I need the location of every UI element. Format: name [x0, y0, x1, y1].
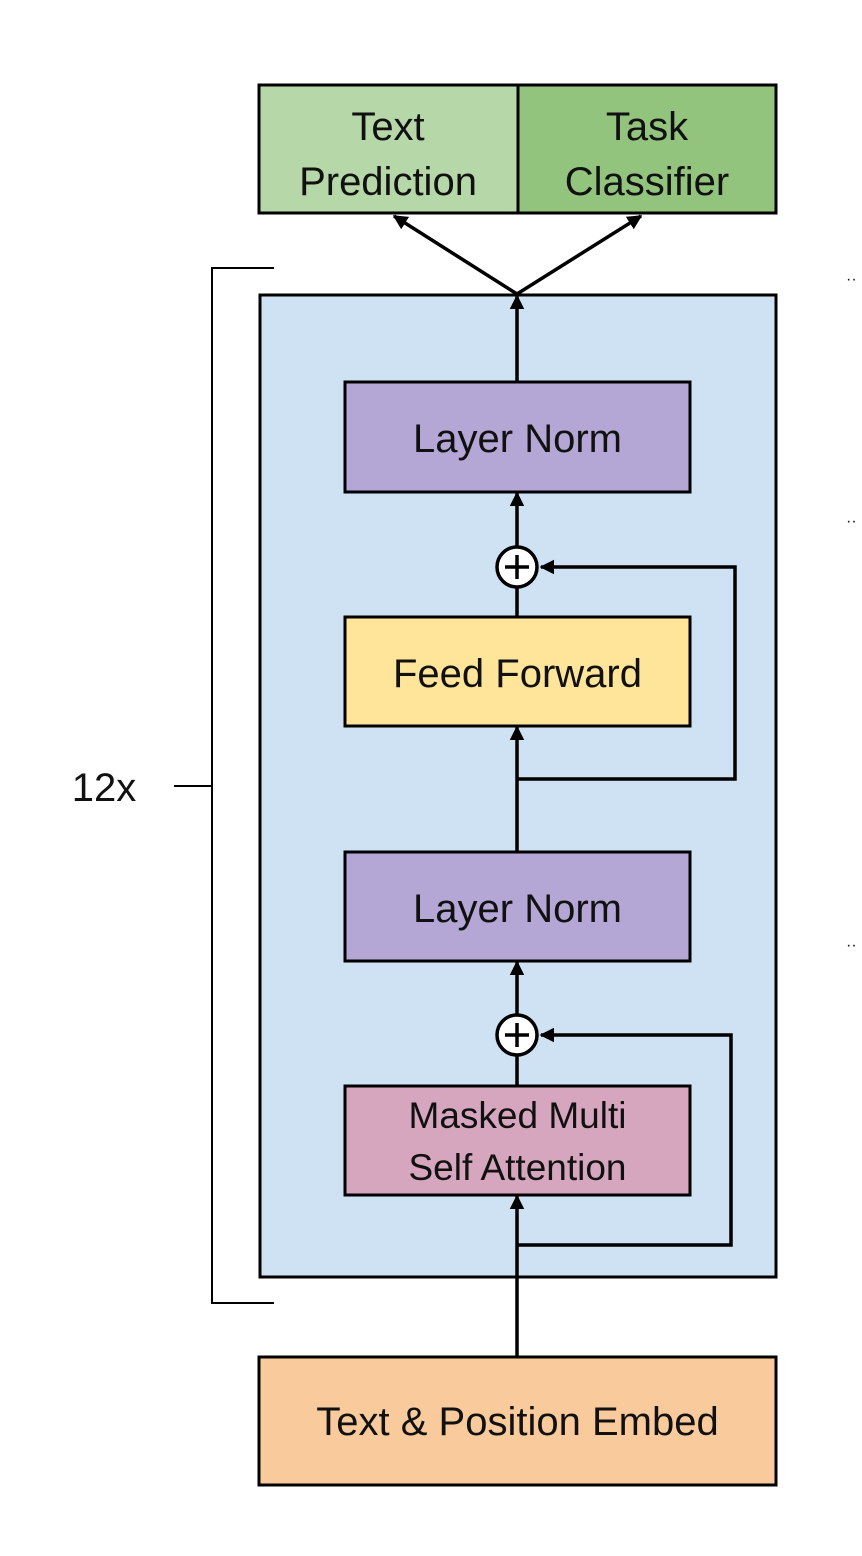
task-classifier-label-line2: Classifier [565, 160, 729, 204]
residual-add-icon-top [495, 545, 539, 589]
repeat-count-label: 12x [72, 766, 137, 810]
layer-norm-top-label: Layer Norm [413, 417, 622, 461]
edge-dot-mark-3: ·· [846, 937, 857, 954]
task-classifier-label-line1: Task [606, 105, 689, 149]
residual-path-feed-forward [517, 559, 737, 781]
attention-label-line2: Self Attention [408, 1147, 626, 1188]
edge-dot-mark-1: ·· [846, 271, 857, 288]
embed-label: Text & Position Embed [316, 1400, 718, 1444]
residual-path-attention [517, 1027, 733, 1247]
arrow-to-task-classifier [516, 214, 643, 296]
feed-forward-label: Feed Forward [393, 652, 642, 696]
text-position-embed-box [257, 1355, 778, 1487]
arrow-to-text-prediction [392, 214, 518, 296]
feed-forward-box [343, 615, 692, 728]
edge-dot-mark-2: ·· [846, 513, 857, 530]
layer-norm-bottom-label: Layer Norm [413, 887, 622, 931]
layer-norm-bottom-box [343, 850, 692, 963]
text-prediction-label-line1: Text [351, 105, 424, 149]
residual-add-icon-bottom [495, 1013, 539, 1057]
text-prediction-label-line2: Prediction [299, 160, 477, 204]
text-prediction-box [257, 83, 520, 215]
layer-norm-top-box [343, 380, 692, 494]
task-classifier-box [516, 83, 778, 215]
masked-self-attention-box [343, 1084, 692, 1197]
attention-label-line1: Masked Multi [409, 1095, 627, 1136]
